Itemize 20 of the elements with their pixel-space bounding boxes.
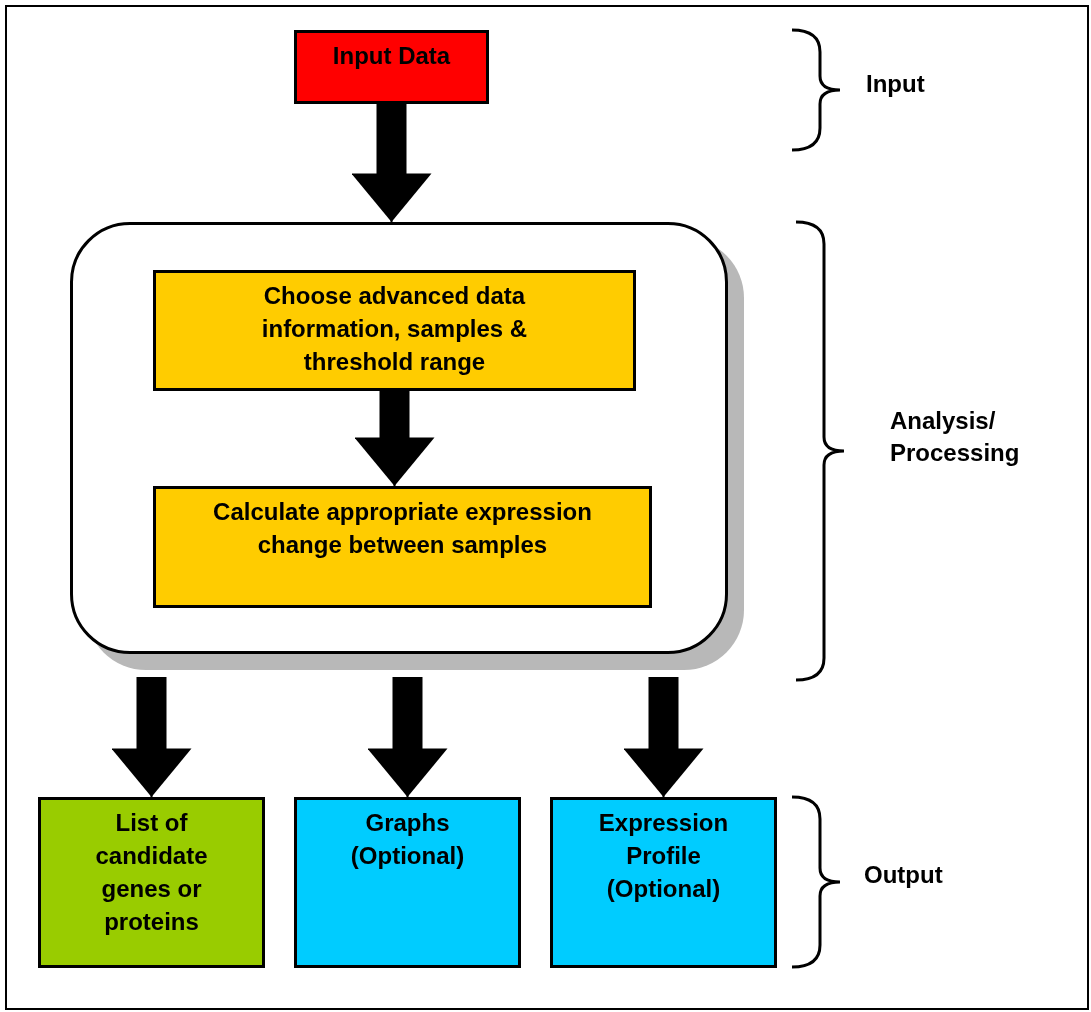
box-text: Choose advanced data information, samples & threshold range: [260, 281, 529, 377]
stage-label: Analysis/ Processing: [890, 406, 1021, 468]
box-text: Graphs (Optional): [349, 808, 466, 871]
block-arrow: [367, 677, 448, 798]
block-arrow: [623, 677, 704, 798]
process-box: [153, 486, 652, 608]
input-box: [294, 30, 489, 104]
output-box: [38, 797, 265, 968]
box-text: List of candidate genes or proteins: [94, 808, 209, 937]
block-arrow: [354, 390, 435, 487]
box-text: Expression Profile (Optional): [597, 808, 730, 904]
box-text: Calculate appropriate expression change between samples: [212, 497, 593, 560]
output-box: [550, 797, 777, 968]
process-box: [153, 270, 636, 391]
stage-label: Input: [866, 69, 926, 99]
block-arrow: [351, 103, 432, 223]
output-box: [294, 797, 521, 968]
box-text: Input Data: [331, 41, 452, 71]
block-arrow: [111, 677, 192, 798]
stage-label: Output: [864, 860, 944, 890]
